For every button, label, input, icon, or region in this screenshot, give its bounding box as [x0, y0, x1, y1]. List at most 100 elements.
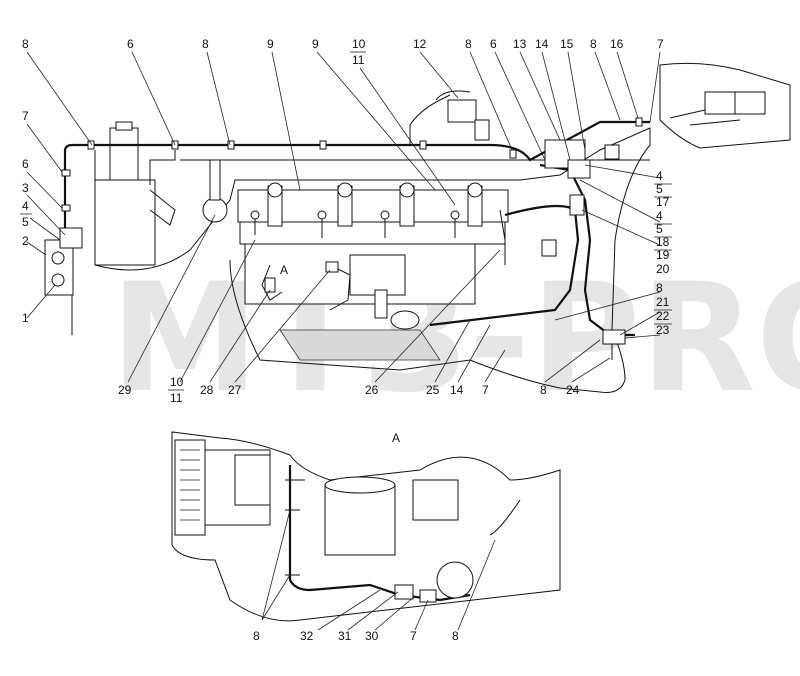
sensor-housing [436, 561, 474, 599]
injector-cap-1 [267, 182, 283, 198]
callouts-right: 4 5 17 4 5 18 19 20 8 21 22 23 [654, 169, 672, 337]
callout-left-1: 6 [22, 157, 29, 171]
clip-left-2 [61, 204, 71, 212]
harness-branch-radiator [149, 150, 176, 185]
injector-cap-4 [467, 182, 483, 198]
view-a-lead [489, 499, 521, 536]
leader-bottom-8 [544, 339, 601, 383]
leader-top-10 [359, 67, 456, 206]
grille-slots [180, 449, 200, 521]
leader-top-6b [494, 51, 546, 161]
view-a-outline [171, 431, 561, 622]
callout-right-5: 18 [656, 235, 670, 249]
sensor-12-base [474, 119, 490, 141]
inset-wires [669, 109, 741, 126]
expansion-tank [109, 127, 139, 181]
leader-top-9b [316, 51, 436, 191]
alternator-bracket [209, 159, 221, 201]
connector-3 [59, 227, 83, 249]
leader-a-31 [347, 591, 399, 631]
injector-cap-3 [399, 182, 415, 198]
clip-left-1 [61, 169, 71, 177]
leader-top-8a [26, 51, 93, 146]
callout-left-6: 1 [22, 311, 29, 325]
fuel-pump-lead [329, 264, 351, 311]
leader-a-32 [317, 589, 381, 631]
leader-bottom-25 [434, 319, 471, 383]
radiator [94, 179, 156, 266]
clip-4 [319, 140, 327, 150]
callout-top-13: 8 [590, 37, 597, 51]
leader-left-3 [26, 194, 66, 236]
main-harness-mid [429, 204, 580, 327]
callout-top-2: 8 [202, 37, 209, 51]
grille-panel [174, 439, 206, 536]
leader-bottom-29 [127, 214, 216, 383]
main-view: А [44, 62, 791, 393]
connector-27 [325, 261, 339, 273]
connector-17 [567, 159, 591, 179]
callout-top-15: 7 [657, 37, 664, 51]
clip-5 [419, 140, 427, 150]
bracket-1 [44, 239, 74, 296]
callout-bottom-4: 27 [228, 383, 242, 397]
callout-left-3: 4 [22, 199, 29, 213]
clip-7 [635, 117, 643, 127]
callout-a-3: 30 [365, 629, 379, 643]
bracket-bolt-1 [51, 251, 65, 265]
view-a-clips [285, 479, 305, 576]
callout-right-10: 22 [656, 309, 670, 323]
filter-housing [324, 484, 396, 556]
clip-1 [87, 140, 95, 150]
leader-right-8 [554, 291, 661, 321]
leader-top-16 [616, 51, 639, 119]
fuel-filter [374, 289, 388, 319]
callout-a-0: 8 [253, 629, 260, 643]
harness-branch-sensor-12 [409, 94, 451, 145]
cylinder-head [237, 189, 509, 223]
callout-top-14: 16 [610, 37, 624, 51]
callout-a-1: 32 [300, 629, 314, 643]
leader-bottom-28 [209, 289, 271, 383]
callout-top-10: 13 [513, 37, 527, 51]
leader-left-2 [26, 241, 47, 256]
connector-30 [394, 584, 414, 600]
leader-right-22 [624, 334, 661, 339]
callout-right-4: 5 [656, 222, 663, 236]
callout-right-7: 20 [656, 262, 670, 276]
callout-top-9: 6 [490, 37, 497, 51]
callouts-bottom: 29 10 11 28 27 26 25 14 7 8 24 [118, 375, 580, 405]
leader-right-18 [579, 179, 661, 223]
callout-left-0: 7 [22, 109, 29, 123]
callout-top-3: 9 [267, 37, 274, 51]
fuel-pump [349, 254, 406, 296]
branch-26 [499, 209, 506, 265]
glow-plugs [250, 210, 460, 238]
inset-connector-1 [704, 91, 736, 115]
leader-a-8b [457, 539, 496, 631]
leader-a-8 [261, 509, 291, 621]
callout-top-8: 8 [465, 37, 472, 51]
sensor-12 [447, 99, 477, 123]
leader-top-8c [469, 51, 513, 151]
callout-right-3: 4 [656, 209, 663, 223]
callout-bottom-0: 29 [118, 383, 132, 397]
view-a-harness [288, 465, 471, 602]
callouts-top: 8 6 8 9 9 10 11 12 8 6 13 14 15 8 16 7 [22, 37, 664, 67]
glow-plug-1 [250, 210, 260, 220]
leader-bottom-14 [457, 324, 491, 383]
callouts-view-a: 8 32 31 30 7 8 [253, 629, 459, 643]
clip-right [604, 144, 620, 160]
callout-a-5: 8 [452, 629, 459, 643]
connector-block-13 [544, 139, 586, 169]
connector-7a [419, 589, 437, 603]
glow-plug-leads [254, 215, 456, 238]
leader-left-45 [29, 217, 61, 241]
bracket-bolt-2 [51, 273, 65, 287]
callout-right-11: 23 [656, 323, 670, 337]
engine-outline [94, 127, 651, 393]
leader-a-30 [374, 595, 416, 631]
callout-left-5: 2 [22, 234, 29, 248]
inset-outline [659, 62, 791, 149]
